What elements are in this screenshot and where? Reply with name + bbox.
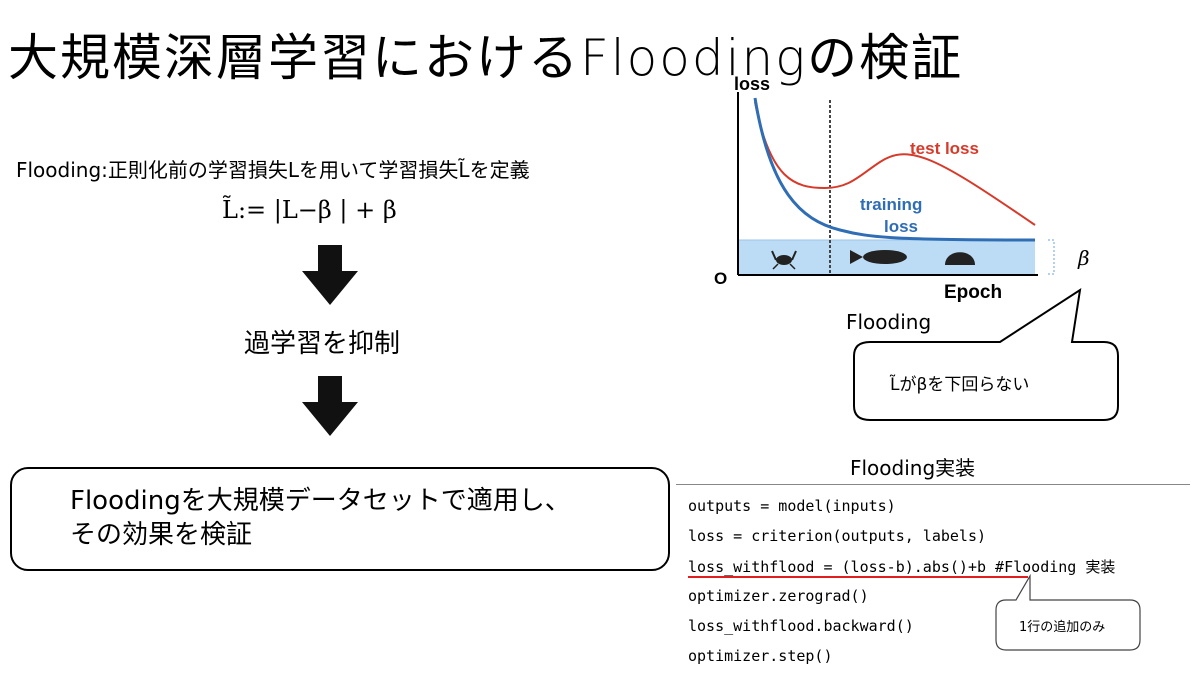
conclusion-text: Floodingを大規模データセットで適用し、 その効果を検証 bbox=[70, 484, 571, 552]
origin-label: O bbox=[714, 269, 727, 288]
down-arrow-icon bbox=[302, 376, 358, 436]
test-loss-label: test loss bbox=[910, 139, 979, 158]
flooding-formula: L̃:= |L−β | + β bbox=[222, 196, 397, 224]
code-line: optimizer.step() bbox=[688, 647, 833, 665]
code-line: loss_withflood.backward() bbox=[688, 617, 914, 635]
conclusion-box bbox=[10, 467, 670, 571]
code-line: loss = criterion(outputs, labels) bbox=[688, 527, 987, 545]
training-loss-label: training bbox=[860, 195, 922, 214]
definition-text: Flooding:正則化前の学習損失Lを用いて学習損失L̃を定義 bbox=[16, 158, 530, 182]
callout-text: 1行の追加のみ bbox=[1019, 620, 1106, 635]
shell-icon bbox=[945, 252, 975, 265]
slide-title: 大規模深層学習におけるFloodingの検証 bbox=[8, 29, 964, 87]
crab-icon bbox=[771, 250, 797, 270]
implementation-title: Flooding実装 bbox=[850, 456, 976, 480]
beta-label: β bbox=[1077, 246, 1090, 270]
training-loss-curve bbox=[753, 97, 1036, 242]
chart-caption: Flooding bbox=[846, 310, 932, 334]
conclusion-line-1: Floodingを大規模データセットで適用し、 bbox=[70, 486, 571, 516]
fish-icon bbox=[850, 250, 907, 264]
flooding-loss-chart: loss Epoch O test loss training loss β bbox=[714, 74, 1090, 303]
down-arrow-icon bbox=[302, 245, 358, 305]
test-loss-curve bbox=[754, 101, 1036, 226]
conclusion-line-2: その効果を検証 bbox=[70, 520, 253, 550]
overfitting-suppression-text: 過学習を抑制 bbox=[244, 329, 401, 359]
code-line: outputs = model(inputs) bbox=[688, 497, 896, 515]
x-axis-label: Epoch bbox=[944, 282, 1002, 303]
code-line-flood: loss_withflood = (loss-b).abs()+b #Flood… bbox=[688, 558, 1116, 576]
speech-bubble bbox=[853, 287, 1119, 421]
code-divider bbox=[676, 484, 1190, 485]
bubble-text: L̃がβを下回らない bbox=[890, 375, 1030, 395]
highlight-underline bbox=[688, 576, 1028, 578]
y-axis-label: loss bbox=[734, 74, 770, 94]
training-loss-label-2: loss bbox=[884, 217, 918, 236]
beta-brace bbox=[1048, 239, 1055, 275]
code-line: optimizer.zerograd() bbox=[688, 587, 869, 605]
callout-box bbox=[995, 574, 1141, 651]
